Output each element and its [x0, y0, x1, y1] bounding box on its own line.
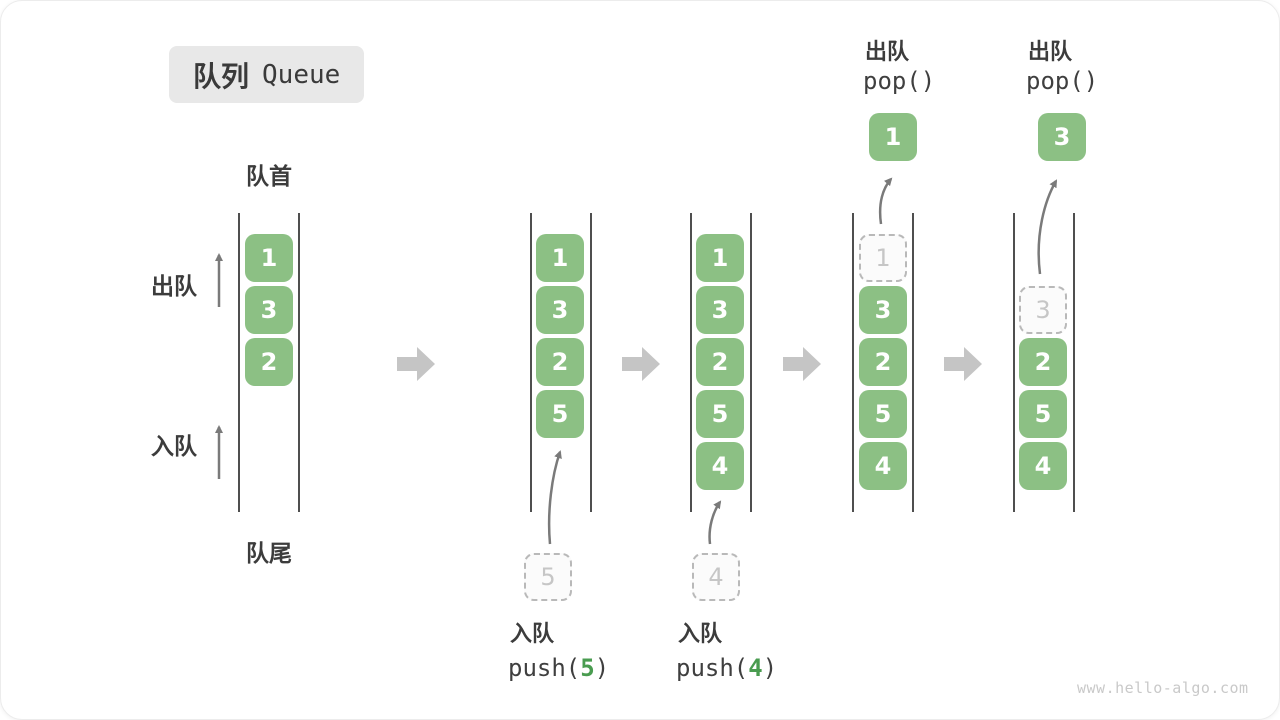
- queue5-cell: 4: [1019, 442, 1067, 490]
- pop2-op-code: pop(): [1026, 67, 1099, 95]
- queue4-cell: 3: [859, 286, 907, 334]
- queue4-cell: 5: [859, 390, 907, 438]
- push5-code-arg: 5: [580, 654, 595, 682]
- push4-code-arg: 4: [748, 654, 763, 682]
- queue4-rail-left: [852, 213, 854, 512]
- title-en: Queue: [262, 59, 341, 90]
- pop1-op-code: pop(): [863, 67, 936, 95]
- queue3-cell: 2: [696, 338, 744, 386]
- queue5-dashed-cell: 3: [1019, 286, 1067, 334]
- title-zh: 队列: [193, 59, 250, 93]
- queue1-rail-left: [238, 213, 240, 512]
- state-transition-arrow-4: [944, 347, 982, 381]
- queue4-popped-cell: 1: [869, 113, 917, 161]
- queue1-rail-right: [298, 213, 300, 512]
- state-transition-arrow-1: [397, 347, 435, 381]
- queue1-cell: 3: [245, 286, 293, 334]
- queue5-cell: 5: [1019, 390, 1067, 438]
- queue2-cell: 2: [536, 338, 584, 386]
- queue5-rail-right: [1073, 213, 1075, 512]
- queue2-cell: 5: [536, 390, 584, 438]
- queue3-cell: 1: [696, 234, 744, 282]
- push4-code-close: ): [762, 654, 778, 682]
- queue3-cell: 3: [696, 286, 744, 334]
- label-queue-front: 队首: [246, 164, 292, 190]
- queue4-dashed-cell: 1: [859, 234, 907, 282]
- pop2-arrow: [1037, 179, 1058, 275]
- queue4-rail-right: [912, 213, 914, 512]
- push5-code-fn: push(: [508, 654, 581, 682]
- queue5-popped-cell: 3: [1038, 113, 1086, 161]
- queue4-cell: 2: [859, 338, 907, 386]
- queue2-rail-left: [530, 213, 532, 512]
- push5-op-code: push(5): [508, 654, 609, 682]
- queue2-staged-cell: 5: [524, 553, 572, 601]
- queue1-cell: 2: [245, 338, 293, 386]
- label-queue-rear: 队尾: [246, 541, 292, 567]
- label-dequeue: 出队: [151, 274, 197, 300]
- queue5-rail-left: [1013, 213, 1015, 512]
- queue3-cell: 4: [696, 442, 744, 490]
- queue4-cell: 4: [859, 442, 907, 490]
- label-enqueue: 入队: [151, 434, 197, 460]
- queue5-cell: 2: [1019, 338, 1067, 386]
- state-transition-arrow-2: [622, 347, 660, 381]
- queue2-cell: 3: [536, 286, 584, 334]
- queue3-rail-left: [690, 213, 692, 512]
- push5-arrow: [547, 450, 562, 545]
- watermark: www.hello-algo.com: [1077, 679, 1249, 697]
- push4-code-fn: push(: [676, 654, 749, 682]
- queue3-cell: 5: [696, 390, 744, 438]
- push4-op-name: 入队: [678, 622, 723, 647]
- queue3-rail-right: [750, 213, 752, 512]
- push5-op-name: 入队: [510, 622, 555, 647]
- queue2-rail-right: [590, 213, 592, 512]
- push5-code-close: ): [594, 654, 610, 682]
- state-transition-arrow-3: [783, 347, 821, 381]
- title-badge: 队列 Queue: [169, 46, 365, 103]
- queue2-cell: 1: [536, 234, 584, 282]
- queue3-staged-cell: 4: [692, 553, 740, 601]
- pop2-op-name: 出队: [1028, 40, 1073, 65]
- pop1-arrow: [878, 177, 893, 225]
- push4-arrow: [708, 500, 722, 545]
- push4-op-code: push(4): [676, 654, 777, 682]
- pop1-op-name: 出队: [865, 40, 910, 65]
- queue1-cell: 1: [245, 234, 293, 282]
